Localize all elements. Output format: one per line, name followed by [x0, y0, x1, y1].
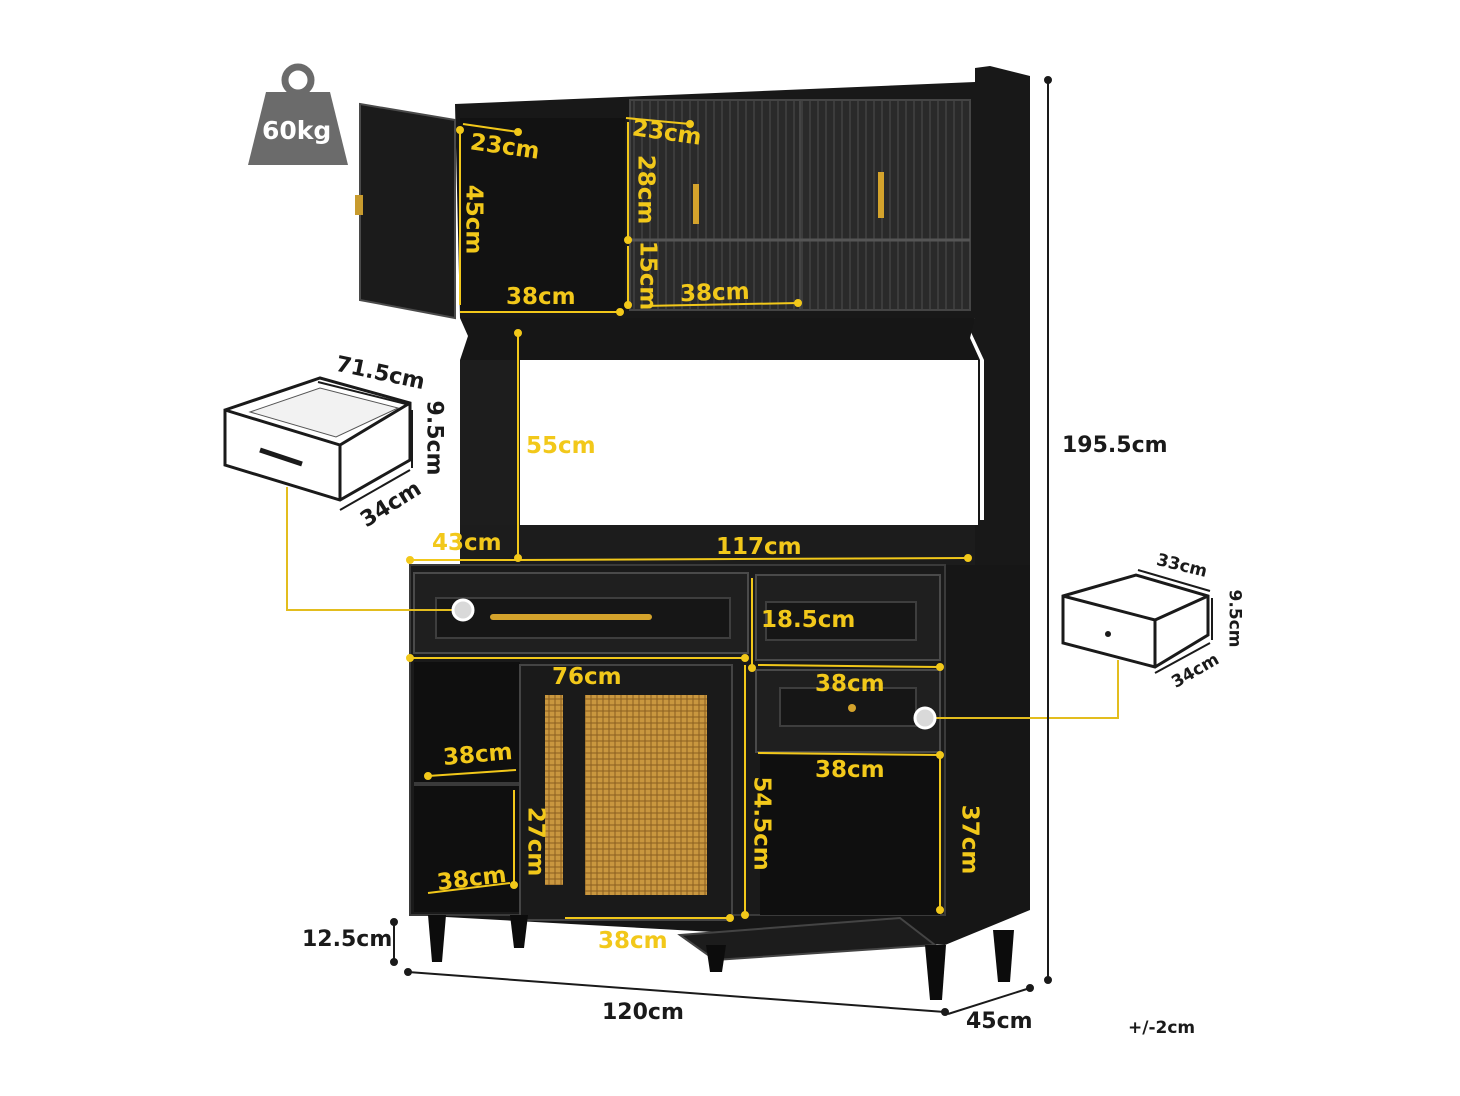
left-open-shelves [414, 662, 520, 912]
hutch-left-width: 38cm [506, 284, 576, 310]
hutch-right-upper-height: 28cm [632, 154, 659, 225]
door-width: 38cm [598, 928, 668, 954]
hutch-left-door[interactable] [355, 102, 456, 320]
weight-icon [248, 63, 348, 165]
overall-dimension-lines [317, 76, 1213, 1016]
tolerance-note: +/-2cm [1128, 1018, 1196, 1038]
countertop-width: 117cm [716, 534, 802, 560]
callout-guides [286, 487, 1119, 719]
small-drawer-top[interactable] [755, 574, 941, 661]
leg-height: 12.5cm [302, 927, 393, 952]
hutch-glass-doors[interactable] [629, 99, 971, 311]
rattan-door[interactable] [519, 664, 733, 921]
right-open-compartment [760, 755, 940, 915]
small-drawer-height: 18.5cm [761, 607, 856, 633]
small-drawer-callout-dot [913, 706, 937, 730]
large-drawer-detail [223, 376, 412, 502]
overall-width: 120cm [602, 1000, 684, 1025]
hutch-right-width: 38cm [679, 278, 751, 308]
overall-height: 195.5cm [1062, 433, 1168, 458]
small-drawer-bottom[interactable] [755, 669, 941, 753]
open-shelf-height: 55cm [526, 433, 596, 459]
weight-label: 60kg [262, 116, 332, 145]
hutch-right-lower-height: 15cm [634, 240, 661, 311]
overall-depth: 45cm [966, 1009, 1033, 1034]
right-compartment-width: 38cm [815, 757, 885, 783]
large-drawer-callout-dot [451, 598, 475, 622]
large-drawer-width: 76cm [552, 664, 622, 690]
small-drawer-detail-height: 9.5cm [1224, 589, 1245, 648]
dimension-lines [406, 117, 972, 922]
left-shelf-height: 27cm [522, 806, 549, 877]
small-drawer-width: 38cm [815, 671, 885, 697]
large-drawer-detail-height: 9.5cm [421, 400, 447, 476]
countertop-depth: 43cm [432, 530, 502, 556]
door-height: 54.5cm [748, 776, 775, 871]
small-drawer-detail [1061, 573, 1210, 669]
right-compartment-height: 37cm [956, 804, 983, 875]
left-shelf-width: 38cm [441, 739, 514, 771]
hutch-left-compartment [460, 118, 625, 313]
hutch-left-height: 45cm [460, 184, 487, 255]
legs [428, 915, 1014, 1000]
